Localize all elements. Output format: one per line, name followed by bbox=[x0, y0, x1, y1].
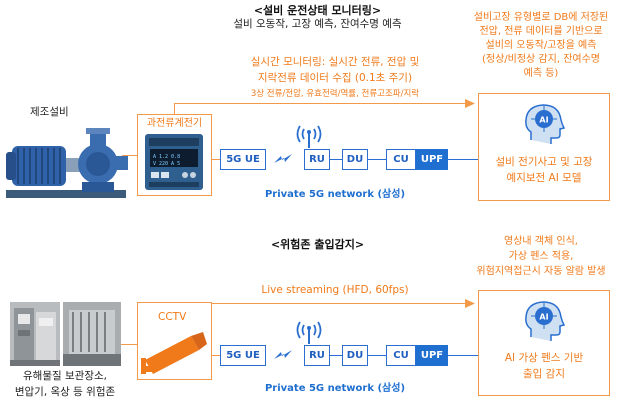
top-ai-desc-2: 전압, 전류 데이터를 기반으로 bbox=[479, 26, 603, 37]
cctv-camera-icon bbox=[141, 332, 207, 374]
bottom-upf-ai-line bbox=[448, 355, 478, 356]
lightning-icon bbox=[274, 350, 292, 359]
bottom-ai-desc-3: 위험지역접근시 자동 알람 발생 bbox=[476, 266, 606, 277]
top-stream-text-1: 실시간 모니터링: 실시간 전류, 전압 및 bbox=[250, 56, 420, 68]
bottom-ru-du-line bbox=[330, 355, 342, 356]
top-stream-detail: 3상 전류/전압, 유효전력/역률, 전류고조파/지락 bbox=[250, 89, 420, 99]
top-ru-du-line bbox=[330, 159, 342, 160]
motor-pump-image bbox=[6, 128, 128, 198]
hazard-site-photo-2 bbox=[63, 302, 121, 366]
photo-cctv-line bbox=[121, 344, 137, 345]
relay-device-image: A 1.2 0.8 V 220 A 5 bbox=[145, 134, 203, 190]
top-subtitle: 설비 오동작, 고장 예측, 잔여수명 예측 bbox=[233, 18, 402, 30]
equipment-label: 제조설비 bbox=[30, 106, 69, 118]
bottom-cu-box: CU bbox=[386, 345, 416, 366]
bottom-ue-box: 5G UE bbox=[220, 345, 266, 366]
lightning-icon bbox=[274, 154, 292, 163]
bottom-du-box: DU bbox=[342, 345, 368, 366]
top-du-box: DU bbox=[342, 149, 368, 170]
top-stream-text-2: 지락전류 데이터 수집 (0.1초 주기) bbox=[257, 72, 413, 84]
bottom-upf-box: UPF bbox=[416, 345, 448, 366]
sensor-ue-line bbox=[212, 159, 220, 160]
bottom-du-cu-line bbox=[368, 355, 386, 356]
top-stream-line-up bbox=[174, 103, 175, 114]
top-stream-line bbox=[174, 103, 467, 104]
bottom-stream-text: Live streaming (HFD, 60fps) bbox=[261, 284, 409, 296]
top-ue-box: 5G UE bbox=[220, 149, 266, 170]
bottom-stream-line bbox=[212, 303, 467, 304]
svg-text:A 1.2 0.8: A 1.2 0.8 bbox=[153, 154, 180, 160]
top-ai-model-2: 예지보전 AI 모델 bbox=[506, 172, 582, 184]
bottom-title: <위험존 출입감지> bbox=[270, 238, 365, 251]
ai-head-icon: AI bbox=[525, 104, 566, 144]
antenna-icon bbox=[296, 321, 322, 344]
top-du-cu-line bbox=[368, 159, 386, 160]
cctv-ue-line bbox=[212, 355, 220, 356]
svg-text:V 220 A 5: V 220 A 5 bbox=[153, 161, 180, 167]
top-network-label: Private 5G network (삼성) bbox=[264, 189, 406, 200]
bottom-stream-arrowhead bbox=[465, 299, 475, 308]
hazard-site-label-2: 변압기, 옥상 등 위험존 bbox=[14, 386, 116, 398]
bottom-ai-desc-1: 영상내 객체 인식, bbox=[504, 236, 578, 247]
top-title: <설비 운전상태 모니터링> bbox=[253, 4, 382, 17]
bottom-network-label: Private 5G network (삼성) bbox=[264, 383, 406, 394]
top-ai-desc-3: 설비의 오동작/고장을 예측 bbox=[485, 40, 597, 51]
top-stream-arrowhead bbox=[465, 99, 475, 108]
bottom-ai-desc-2: 가상 펜스 적용, bbox=[508, 251, 574, 262]
top-cu-box: CU bbox=[386, 149, 416, 170]
top-ai-desc-1: 설비고장 유형별로 DB에 저장된 bbox=[473, 12, 609, 23]
bottom-ai-model-2: 출입 감지 bbox=[523, 368, 565, 380]
top-ru-box: RU bbox=[304, 149, 330, 170]
antenna-icon bbox=[296, 125, 322, 148]
bottom-ru-box: RU bbox=[304, 345, 330, 366]
motor-sensor-line bbox=[122, 155, 137, 156]
hazard-site-label-1: 유해물질 보관장소, bbox=[23, 370, 107, 382]
top-upf-box: UPF bbox=[416, 149, 448, 170]
sensor-label: 과전류계전기 bbox=[146, 118, 203, 129]
top-ai-desc-5: 예측 등) bbox=[523, 68, 559, 79]
hazard-site-photo-1 bbox=[10, 302, 60, 366]
ai-head-icon: AI bbox=[525, 301, 566, 341]
svg-text:AI: AI bbox=[539, 313, 548, 322]
top-ai-model-1: 설비 전기사고 및 고장 bbox=[495, 156, 593, 168]
top-upf-ai-line bbox=[448, 159, 478, 160]
cctv-label: CCTV bbox=[158, 311, 187, 323]
bottom-ai-model-1: AI 가상 펜스 기반 bbox=[504, 352, 584, 364]
svg-text:AI: AI bbox=[539, 116, 548, 125]
top-ai-desc-4: (정상/비정상 감지, 잔여수명 bbox=[481, 54, 600, 65]
